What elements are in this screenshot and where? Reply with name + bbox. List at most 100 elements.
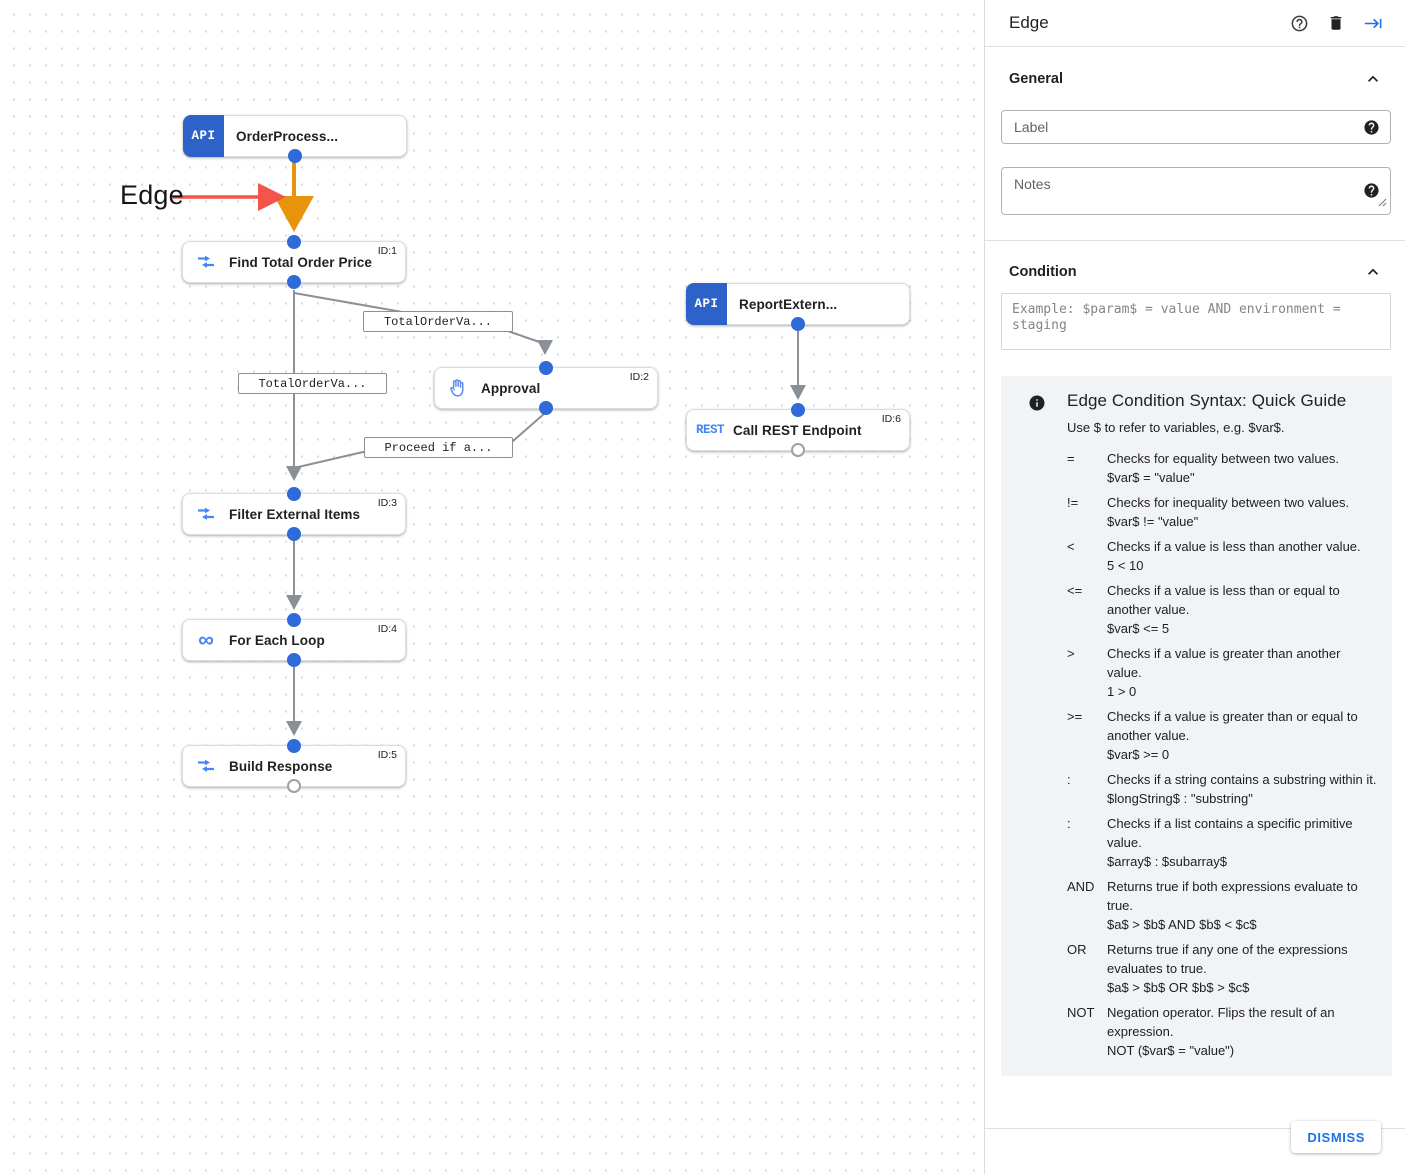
api-trigger-icon: API — [183, 115, 224, 157]
label-help-icon[interactable] — [1363, 119, 1380, 141]
chevron-up-icon[interactable] — [1363, 69, 1383, 89]
node-for-each-loop[interactable]: ID:4 ∞ For Each Loop — [182, 613, 406, 667]
operator: <= — [1067, 583, 1083, 598]
section-title: Condition — [1009, 264, 1077, 280]
operator-example: NOT ($var$ = "value") — [1107, 1043, 1235, 1058]
condition-section-header: Condition — [1009, 262, 1383, 282]
operator-example: 5 < 10 — [1107, 558, 1144, 573]
node-id-badge: ID:5 — [377, 749, 397, 761]
flow-canvas[interactable]: Edge API OrderProcess... ID:1 Find Total… — [0, 0, 984, 1174]
node-title: Filter External Items — [229, 506, 361, 522]
notes-help-icon[interactable] — [1363, 182, 1380, 204]
operator-description: Returns true if both expressions evaluat… — [1107, 879, 1358, 913]
collapse-panel-icon[interactable] — [1363, 13, 1383, 33]
hand-approval-icon — [435, 377, 481, 399]
node-title: ReportExtern... — [739, 296, 838, 312]
edge-label[interactable]: Proceed if a... — [364, 437, 513, 458]
operator-example: $var$ = "value" — [1107, 470, 1195, 485]
connector-out[interactable] — [287, 653, 301, 667]
node-id-badge: ID:1 — [377, 245, 397, 257]
operator: : — [1067, 772, 1071, 787]
operator-example: $var$ != "value" — [1107, 514, 1199, 529]
api-trigger-icon: API — [686, 283, 727, 325]
notes-input[interactable] — [1002, 168, 1390, 214]
node-find-total-order-price[interactable]: ID:1 Find Total Order Price — [182, 235, 406, 289]
condition-input[interactable] — [1002, 294, 1390, 349]
operator-description: Checks if a value is less than another v… — [1107, 539, 1361, 554]
node-title: Build Response — [229, 758, 333, 774]
general-section-header: General — [1009, 69, 1383, 89]
operator-example: $longString$ : "substring" — [1107, 791, 1253, 806]
operator: < — [1067, 539, 1075, 554]
operator-example: 1 > 0 — [1107, 684, 1137, 699]
dismiss-button[interactable]: DISMISS — [1291, 1121, 1381, 1153]
guide-operator-list: = Checks for equality between two values… — [1067, 449, 1378, 1060]
delete-icon[interactable] — [1326, 13, 1346, 33]
connector-in[interactable] — [791, 403, 805, 417]
node-approval[interactable]: ID:2 Approval — [434, 361, 658, 415]
section-title: General — [1009, 71, 1063, 87]
guide-row: : Checks if a string contains a substrin… — [1067, 770, 1378, 808]
connector-in[interactable] — [287, 739, 301, 753]
section-divider — [985, 240, 1405, 241]
footer-divider — [985, 1128, 1405, 1129]
label-input[interactable] — [1002, 111, 1390, 143]
operator-description: Checks if a list contains a specific pri… — [1107, 816, 1353, 850]
notes-field-wrapper — [1001, 167, 1391, 215]
node-build-response[interactable]: ID:5 Build Response — [182, 739, 406, 793]
connector-out[interactable] — [539, 401, 553, 415]
node-title: Find Total Order Price — [229, 254, 372, 270]
guide-row: >= Checks if a value is greater than or … — [1067, 707, 1378, 764]
operator-example: $a$ > $b$ AND $b$ < $c$ — [1107, 917, 1257, 932]
connector-in[interactable] — [287, 487, 301, 501]
operator: != — [1067, 495, 1079, 510]
data-mapping-icon — [183, 252, 229, 272]
operator-example: $a$ > $b$ OR $b$ > $c$ — [1107, 980, 1250, 995]
resize-handle-icon[interactable] — [1378, 194, 1387, 212]
guide-row: = Checks for equality between two values… — [1067, 449, 1378, 487]
node-filter-external-items[interactable]: ID:3 Filter External Items — [182, 487, 406, 541]
guide-row: OR Returns true if any one of the expres… — [1067, 940, 1378, 997]
panel-title: Edge — [1009, 13, 1049, 32]
label-field-wrapper — [1001, 110, 1391, 144]
node-title: Call REST Endpoint — [733, 422, 862, 438]
connector-in[interactable] — [287, 613, 301, 627]
edge-config-panel: Edge General — [984, 0, 1405, 1174]
node-call-rest-endpoint[interactable]: ID:6 REST Call REST Endpoint — [686, 403, 910, 457]
node-id-badge: ID:6 — [881, 413, 901, 425]
node-order-process-trigger[interactable]: API OrderProcess... — [183, 115, 407, 163]
connector-out[interactable] — [791, 317, 805, 331]
edge-label[interactable]: TotalOrderVa... — [238, 373, 387, 394]
node-title: For Each Loop — [229, 632, 325, 648]
node-id-badge: ID:2 — [629, 371, 649, 383]
data-mapping-icon — [183, 756, 229, 776]
connector-in[interactable] — [287, 235, 301, 249]
edges-layer — [173, 162, 806, 736]
connector-out-open[interactable] — [791, 443, 805, 457]
connector-in[interactable] — [539, 361, 553, 375]
edge-annotation-label: Edge — [120, 180, 184, 210]
operator: > — [1067, 646, 1075, 661]
connector-out[interactable] — [287, 527, 301, 541]
edge-label[interactable]: TotalOrderVa... — [363, 311, 513, 332]
data-mapping-icon — [183, 504, 229, 524]
operator: = — [1067, 451, 1075, 466]
node-report-extern-trigger[interactable]: API ReportExtern... — [686, 283, 910, 331]
help-icon[interactable] — [1289, 13, 1309, 33]
connector-out-open[interactable] — [287, 779, 301, 793]
connector-out[interactable] — [287, 275, 301, 289]
chevron-up-icon[interactable] — [1363, 262, 1383, 282]
guide-intro: Use $ to refer to variables, e.g. $var$. — [1067, 420, 1285, 435]
connector-out[interactable] — [288, 149, 302, 163]
info-icon — [1028, 394, 1046, 417]
condition-syntax-guide: Edge Condition Syntax: Quick Guide Use $… — [1001, 376, 1392, 1076]
operator-example: $var$ <= 5 — [1107, 621, 1170, 636]
guide-row: > Checks if a value is greater than anot… — [1067, 644, 1378, 701]
guide-row: NOT Negation operator. Flips the result … — [1067, 1003, 1378, 1060]
guide-row: AND Returns true if both expressions eva… — [1067, 877, 1378, 934]
operator: : — [1067, 816, 1071, 831]
operator: >= — [1067, 709, 1083, 724]
operator-example: $array$ : $subarray$ — [1107, 854, 1227, 869]
condition-field-wrapper — [1001, 293, 1391, 350]
guide-row: : Checks if a list contains a specific p… — [1067, 814, 1378, 871]
